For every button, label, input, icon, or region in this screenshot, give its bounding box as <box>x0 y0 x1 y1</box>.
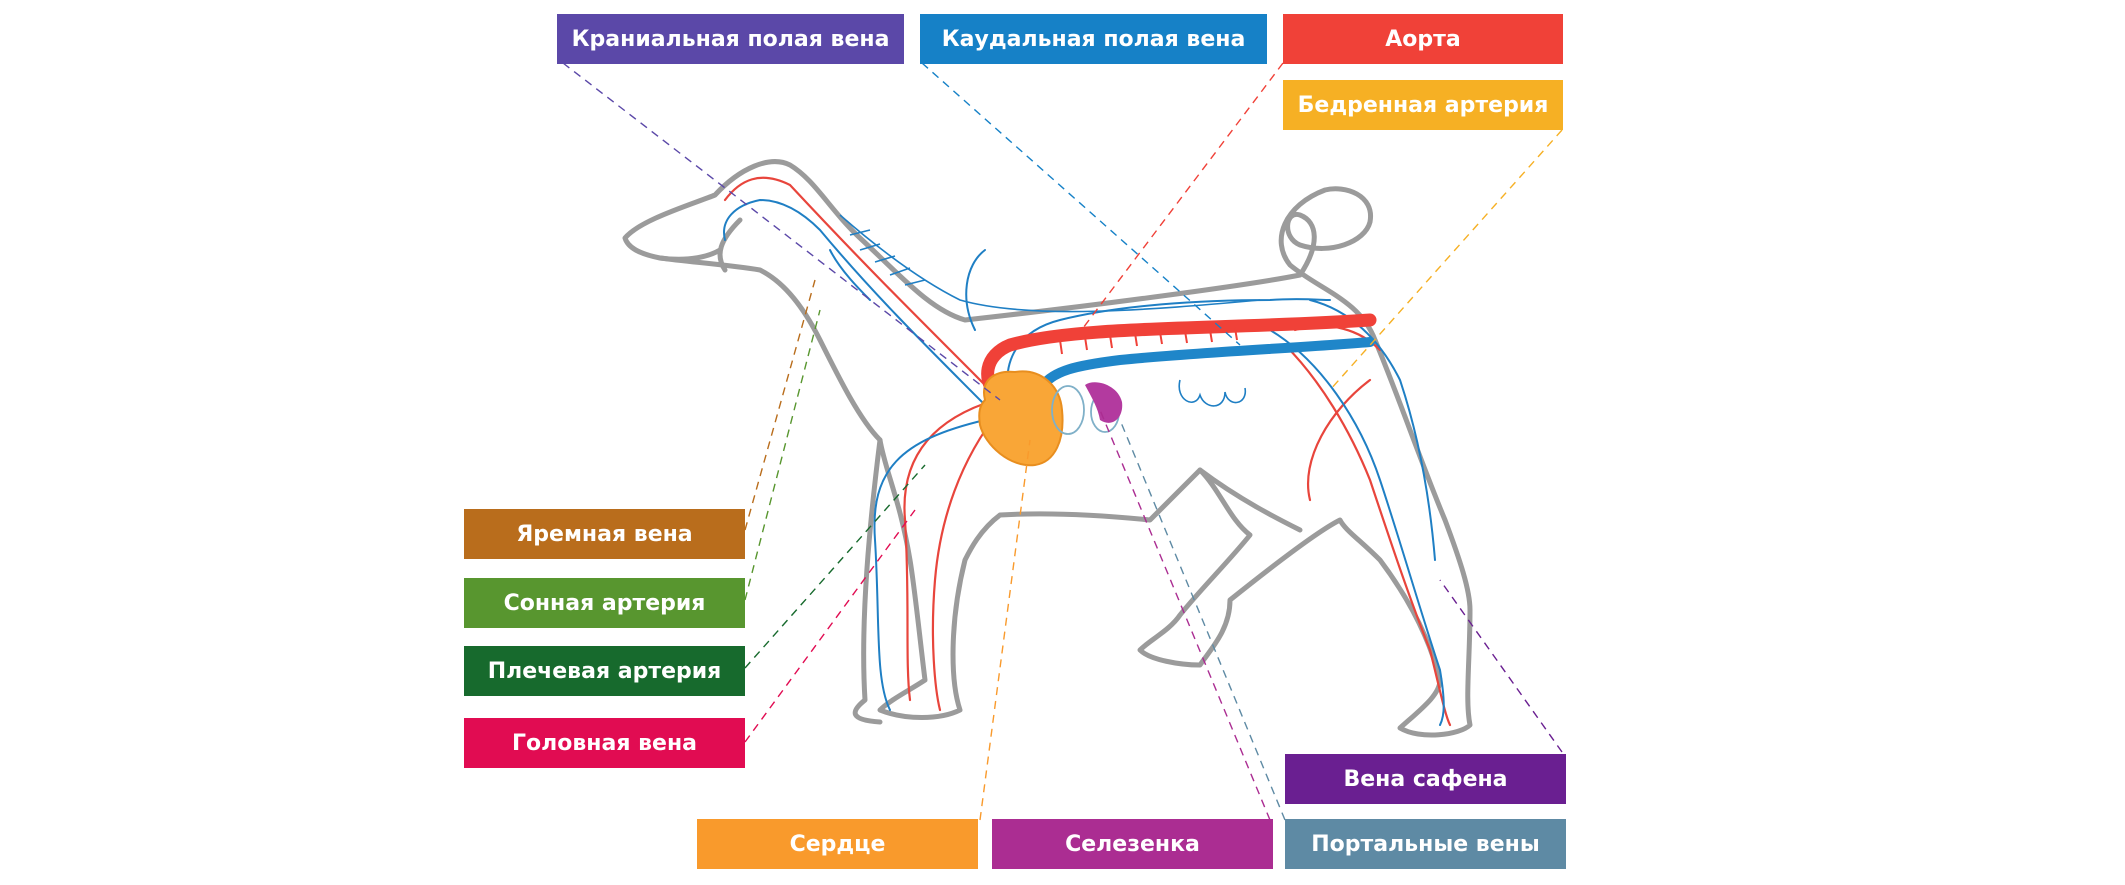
intercostal-arteries <box>1059 327 1238 355</box>
leader-jugular-vein <box>744 279 816 531</box>
spleen-organ <box>1085 382 1123 423</box>
label-femoral-artery: Бедренная артерия <box>1283 80 1563 130</box>
intestine-vessels <box>1178 379 1246 407</box>
label-portal-veins: Портальные вены <box>1285 819 1566 869</box>
spine-vessels <box>839 214 1261 313</box>
leader-cephalic-vein <box>744 509 916 743</box>
leader-carotid-artery <box>744 309 821 601</box>
label-brachial-artery: Плечевая артерия <box>464 646 745 696</box>
label-saphenous-vein: Вена сафена <box>1285 754 1566 804</box>
leader-caudal-vena-cava <box>921 62 1241 346</box>
aorta-vessel <box>981 313 1377 407</box>
label-cephalic-vein: Головная вена <box>464 718 745 768</box>
leader-aorta <box>1079 62 1284 333</box>
dog-outline <box>622 159 1473 738</box>
leader-heart <box>979 439 1031 821</box>
arteries <box>723 176 1452 727</box>
label-jugular-vein: Яремная вена <box>464 509 745 559</box>
label-cranial-vena-cava: Краниальная полая вена <box>557 14 904 64</box>
leader-saphenous-vein <box>1439 579 1563 753</box>
label-carotid-artery: Сонная артерия <box>464 578 745 628</box>
veins <box>723 198 1445 726</box>
label-caudal-vena-cava: Каудальная полая вена <box>920 14 1267 64</box>
leader-lines <box>562 62 1563 821</box>
heart-organ <box>978 370 1064 467</box>
leader-brachial-artery <box>744 464 926 669</box>
label-aorta: Аорта <box>1283 14 1563 64</box>
label-heart: Сердце <box>697 819 978 869</box>
caudal-vena-cava-vessel <box>1035 337 1375 395</box>
leader-portal-veins <box>1119 419 1286 821</box>
label-spleen: Селезенка <box>992 819 1273 869</box>
leader-cranial-vena-cava <box>562 62 1001 401</box>
leader-femoral-artery <box>1329 129 1563 391</box>
leader-spleen <box>1099 409 1271 821</box>
